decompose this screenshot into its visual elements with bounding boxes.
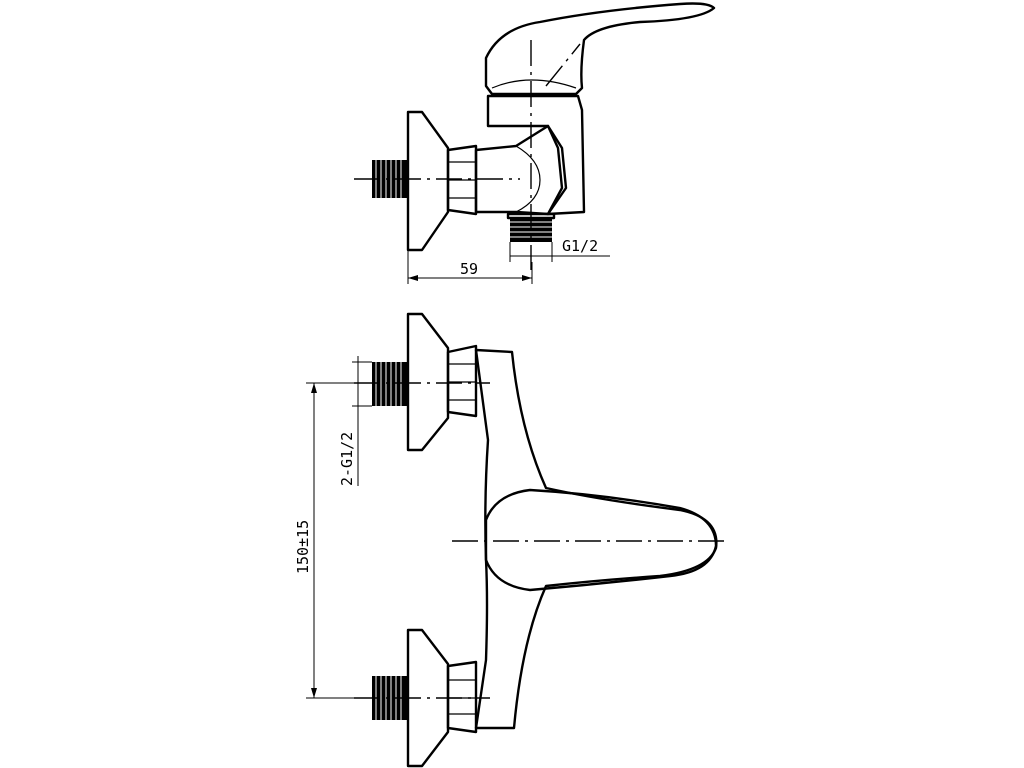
outlet-thread-dimension — [509, 242, 610, 262]
front-lever-handle — [484, 488, 718, 592]
upper-inlet-thread — [372, 362, 408, 406]
side-view: 59 G1/2 — [354, 2, 716, 284]
front-body — [474, 348, 718, 730]
front-view: 2-G1/2 150±15 — [294, 312, 730, 768]
connection-thread-label: 2-G1/2 — [338, 432, 356, 486]
side-body — [474, 124, 568, 216]
side-cartridge-housing — [486, 94, 586, 216]
connection-thread-dimension — [352, 356, 372, 486]
centre-distance-label: 150±15 — [294, 520, 312, 574]
lower-hex-nut — [446, 660, 478, 734]
width-dimension-label: 59 — [460, 260, 478, 278]
upper-flange — [406, 312, 450, 452]
lower-flange — [406, 628, 450, 768]
outlet-thread-label: G1/2 — [562, 237, 598, 255]
centre-distance-dimension — [306, 382, 372, 699]
side-hex-nut — [446, 144, 478, 216]
upper-hex-nut — [446, 344, 478, 418]
side-flange — [406, 110, 450, 252]
width-dimension — [407, 250, 533, 284]
side-lever-handle — [484, 2, 716, 96]
